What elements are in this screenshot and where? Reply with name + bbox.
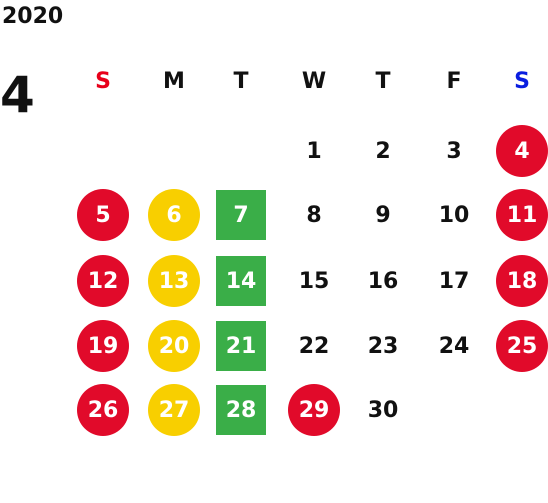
day-cell[interactable]: 13 bbox=[146, 255, 202, 307]
day-number: 15 bbox=[298, 268, 330, 294]
day-cell[interactable]: 18 bbox=[494, 255, 548, 307]
day-number: 20 bbox=[158, 333, 190, 359]
day-circle-marker bbox=[496, 125, 548, 177]
day-cell[interactable]: 29 bbox=[286, 384, 342, 436]
day-cell[interactable]: 7 bbox=[213, 189, 269, 241]
day-circle-marker bbox=[496, 255, 548, 307]
day-cell[interactable]: 4 bbox=[494, 125, 548, 177]
day-square-marker bbox=[216, 256, 266, 306]
day-number: 6 bbox=[166, 202, 182, 228]
day-cell[interactable]: 12 bbox=[75, 255, 131, 307]
day-cell[interactable]: 26 bbox=[75, 384, 131, 436]
day-square-marker bbox=[216, 385, 266, 435]
day-circle-marker bbox=[148, 189, 200, 241]
day-number: 25 bbox=[506, 333, 538, 359]
day-circle-marker bbox=[148, 255, 200, 307]
day-cell[interactable]: 2 bbox=[355, 125, 411, 177]
weekday-header: S bbox=[514, 68, 530, 94]
day-cell[interactable]: 5 bbox=[75, 189, 131, 241]
day-number: 2 bbox=[375, 138, 391, 164]
day-cell[interactable]: 22 bbox=[286, 320, 342, 372]
day-number: 22 bbox=[298, 333, 330, 359]
day-circle-marker bbox=[148, 320, 200, 372]
weekday-header: T bbox=[375, 68, 391, 94]
day-cell[interactable]: 8 bbox=[286, 189, 342, 241]
day-number: 5 bbox=[95, 202, 111, 228]
day-number: 12 bbox=[87, 268, 119, 294]
day-number: 13 bbox=[158, 268, 190, 294]
day-circle-marker bbox=[496, 320, 548, 372]
day-cell[interactable]: 19 bbox=[75, 320, 131, 372]
day-number: 14 bbox=[225, 268, 257, 294]
day-cell[interactable]: 9 bbox=[355, 189, 411, 241]
day-number: 28 bbox=[225, 397, 257, 423]
day-square-marker bbox=[216, 321, 266, 371]
day-number: 30 bbox=[367, 397, 399, 423]
day-number: 19 bbox=[87, 333, 119, 359]
day-cell[interactable]: 10 bbox=[426, 189, 482, 241]
day-cell[interactable]: 30 bbox=[355, 384, 411, 436]
day-cell[interactable]: 15 bbox=[286, 255, 342, 307]
weekday-header: W bbox=[301, 68, 327, 94]
day-circle-marker bbox=[496, 189, 548, 241]
day-number: 7 bbox=[233, 202, 249, 228]
day-cell[interactable]: 20 bbox=[146, 320, 202, 372]
weekday-header: T bbox=[233, 68, 249, 94]
day-number: 10 bbox=[438, 202, 470, 228]
day-square-marker bbox=[216, 190, 266, 240]
day-cell[interactable]: 1 bbox=[286, 125, 342, 177]
day-cell[interactable]: 6 bbox=[146, 189, 202, 241]
day-cell[interactable]: 27 bbox=[146, 384, 202, 436]
day-circle-marker bbox=[77, 189, 129, 241]
day-cell[interactable]: 28 bbox=[213, 384, 269, 436]
day-number: 17 bbox=[438, 268, 470, 294]
day-circle-marker bbox=[77, 320, 129, 372]
day-number: 9 bbox=[375, 202, 391, 228]
day-cell[interactable]: 16 bbox=[355, 255, 411, 307]
day-cell[interactable]: 3 bbox=[426, 125, 482, 177]
day-number: 29 bbox=[298, 397, 330, 423]
year-label: 2020 bbox=[2, 4, 64, 29]
day-number: 23 bbox=[367, 333, 399, 359]
day-cell[interactable]: 23 bbox=[355, 320, 411, 372]
day-number: 16 bbox=[367, 268, 399, 294]
day-number: 1 bbox=[306, 138, 322, 164]
day-number: 3 bbox=[446, 138, 462, 164]
day-number: 18 bbox=[506, 268, 538, 294]
day-cell[interactable]: 17 bbox=[426, 255, 482, 307]
day-number: 27 bbox=[158, 397, 190, 423]
day-cell[interactable]: 11 bbox=[494, 189, 548, 241]
weekday-header: F bbox=[446, 68, 462, 94]
day-circle-marker bbox=[77, 255, 129, 307]
day-number: 26 bbox=[87, 397, 119, 423]
day-number: 24 bbox=[438, 333, 470, 359]
weekday-header: M bbox=[163, 68, 185, 94]
day-circle-marker bbox=[288, 384, 340, 436]
day-circle-marker bbox=[148, 384, 200, 436]
day-number: 11 bbox=[506, 202, 538, 228]
day-circle-marker bbox=[77, 384, 129, 436]
month-number: 4 bbox=[0, 66, 35, 124]
weekday-header: S bbox=[95, 68, 111, 94]
day-cell[interactable]: 25 bbox=[494, 320, 548, 372]
day-cell[interactable]: 24 bbox=[426, 320, 482, 372]
day-cell[interactable]: 14 bbox=[213, 255, 269, 307]
day-number: 21 bbox=[225, 333, 257, 359]
day-cell[interactable]: 21 bbox=[213, 320, 269, 372]
day-number: 8 bbox=[306, 202, 322, 228]
day-number: 4 bbox=[514, 138, 530, 164]
